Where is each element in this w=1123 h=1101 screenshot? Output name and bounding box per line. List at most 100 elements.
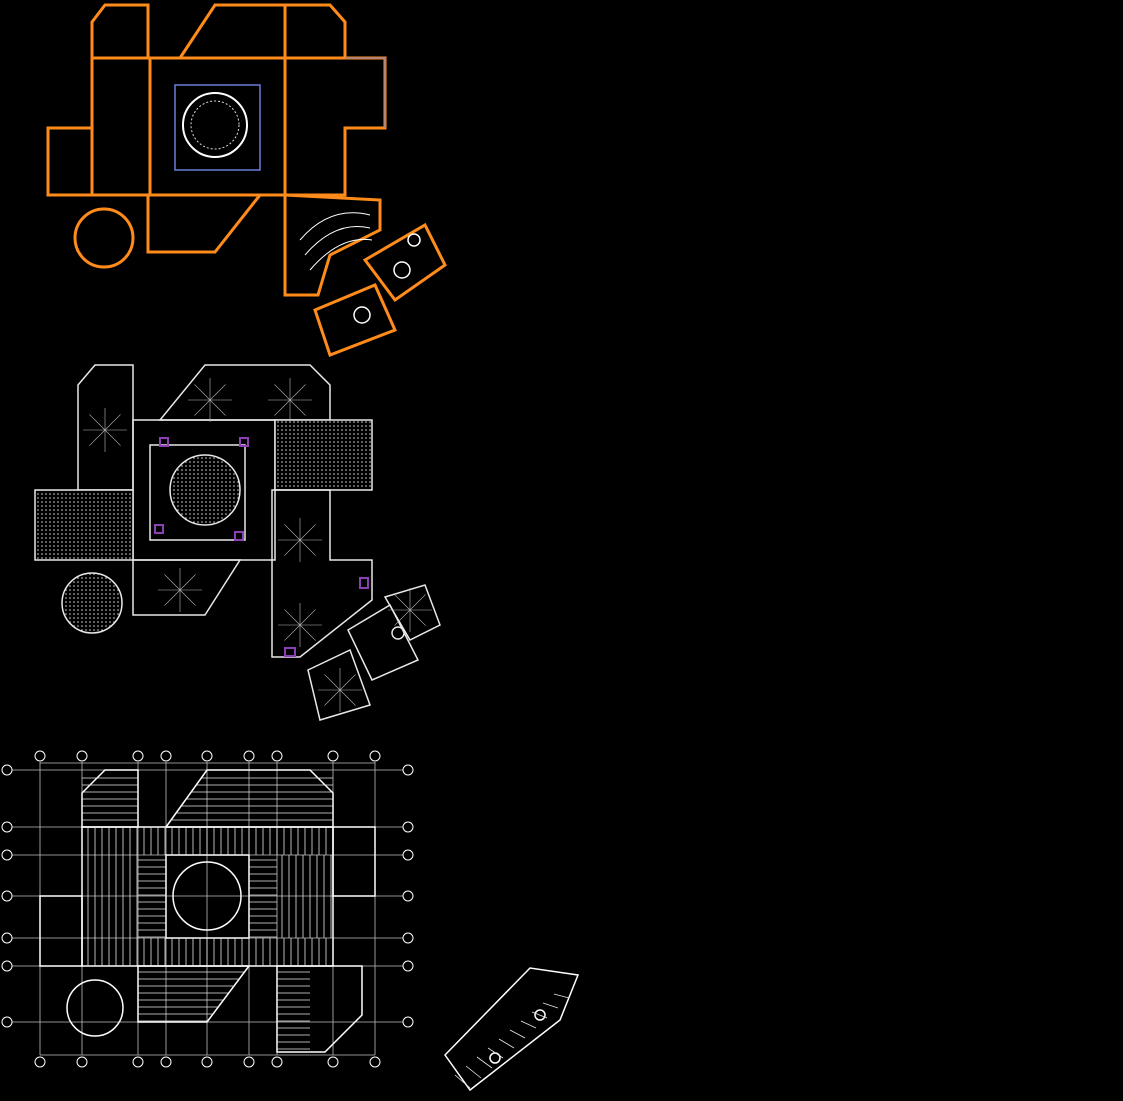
slab-left — [39, 895, 83, 967]
floor-plan — [46, 3, 447, 357]
slab-top-left — [81, 769, 139, 828]
roof-slope-arrow — [394, 594, 411, 611]
grid-bubble — [243, 1056, 255, 1068]
joist — [498, 1038, 515, 1049]
slab-center — [81, 826, 334, 967]
pavilion-opening — [66, 979, 124, 1037]
roof-fan-2 — [347, 603, 420, 681]
outer-wall-top-right — [283, 3, 347, 60]
joist — [553, 993, 570, 999]
grid-bubble — [132, 750, 144, 762]
joist — [476, 1056, 493, 1069]
roof-slope-arrow — [104, 414, 121, 431]
slab-atrium — [165, 854, 250, 939]
roof-slope-arrow — [89, 414, 106, 431]
roof-slope-arrow — [409, 609, 426, 626]
roof-slope-arrow — [164, 574, 181, 591]
slab-top-center — [164, 769, 334, 828]
joist — [531, 1011, 548, 1019]
roof-slope-arrow — [339, 674, 356, 691]
roof-plan — [34, 364, 441, 721]
roof-fan-core — [391, 626, 405, 640]
joist — [509, 1029, 526, 1039]
roof-slope-arrow — [179, 574, 196, 591]
roof-slope-arrow — [299, 524, 316, 541]
roof-top-left — [77, 364, 134, 491]
grid-bubble — [1, 764, 13, 776]
grid-bubble — [34, 1056, 46, 1068]
roof-atrium — [149, 444, 246, 541]
roof-slope-arrow — [284, 624, 301, 641]
roof-slope-arrow — [179, 589, 196, 606]
outer-wall-top-center — [177, 3, 287, 60]
roof-slope-arrow — [299, 609, 316, 626]
grid-bubble — [201, 750, 213, 762]
grid-bubble — [327, 1056, 339, 1068]
grid-bubble — [160, 750, 172, 762]
grid-bubble — [76, 1056, 88, 1068]
roof-slope-arrow — [194, 399, 211, 416]
column-marker — [159, 437, 169, 447]
roof-bottom-left — [132, 559, 242, 616]
grid-bubble — [402, 849, 414, 861]
grid-bubble — [1, 890, 13, 902]
roof-slope-arrow — [299, 624, 316, 641]
roof-slope-arrow — [284, 609, 301, 626]
column-marker — [234, 531, 244, 541]
roof-slope-arrow — [274, 399, 291, 416]
roof-slope-arrow — [164, 589, 181, 606]
grid-bubble — [369, 1056, 381, 1068]
roof-slope-arrow — [284, 524, 301, 541]
roof-left-block — [34, 489, 134, 561]
roof-slope-arrow — [209, 384, 226, 401]
grid-bubble — [402, 821, 414, 833]
joist — [487, 1047, 504, 1059]
slab-bottom-right — [276, 965, 363, 1053]
roof-dome-pavilion — [61, 572, 123, 634]
theater-wing — [283, 193, 382, 297]
roof-slope-arrow — [409, 594, 426, 611]
grid-bubble — [1, 1016, 13, 1028]
roof-slope-arrow — [209, 399, 226, 416]
fan-core-2 — [489, 1052, 501, 1064]
grid-bubble — [402, 890, 414, 902]
column-marker — [154, 524, 164, 534]
roof-slope-arrow — [299, 539, 316, 556]
grid-bubble — [132, 1056, 144, 1068]
grid-bubble — [369, 750, 381, 762]
auditorium-inner — [190, 100, 240, 150]
slab-fan — [444, 967, 580, 1092]
grid-bubble — [1, 821, 13, 833]
grid-bubble — [402, 960, 414, 972]
atrium-inner — [174, 84, 261, 171]
roof-slope-arrow — [104, 429, 121, 446]
roof-slope-arrow — [274, 384, 291, 401]
fan-core-1 — [534, 1009, 546, 1021]
grid-bubble — [402, 1016, 414, 1028]
stair-core-2 — [393, 261, 411, 279]
joist — [542, 1002, 559, 1009]
outer-wall-left — [46, 56, 152, 197]
theater-seating — [299, 212, 373, 271]
roof-slope-arrow — [394, 609, 411, 626]
grid-bubble — [402, 932, 414, 944]
roof-slope-arrow — [289, 399, 306, 416]
roof-fan-3 — [383, 584, 441, 641]
roof-slope-arrow — [194, 384, 211, 401]
roof-bottom-right — [271, 489, 373, 658]
roof-right-block — [274, 419, 373, 491]
column-marker — [239, 437, 249, 447]
column-marker — [359, 577, 369, 589]
joist — [520, 1020, 537, 1029]
structural-grid-plan — [1, 750, 580, 1092]
atrium-opening — [172, 861, 242, 931]
grid-bubble — [271, 750, 283, 762]
grid-bubble — [243, 750, 255, 762]
roof-slope-arrow — [324, 674, 341, 691]
grid-bubble — [1, 960, 13, 972]
grid-bubble — [1, 932, 13, 944]
lower-left-wing — [146, 193, 264, 254]
roof-slope-arrow — [289, 384, 306, 401]
curved-wing-1 — [313, 283, 398, 357]
